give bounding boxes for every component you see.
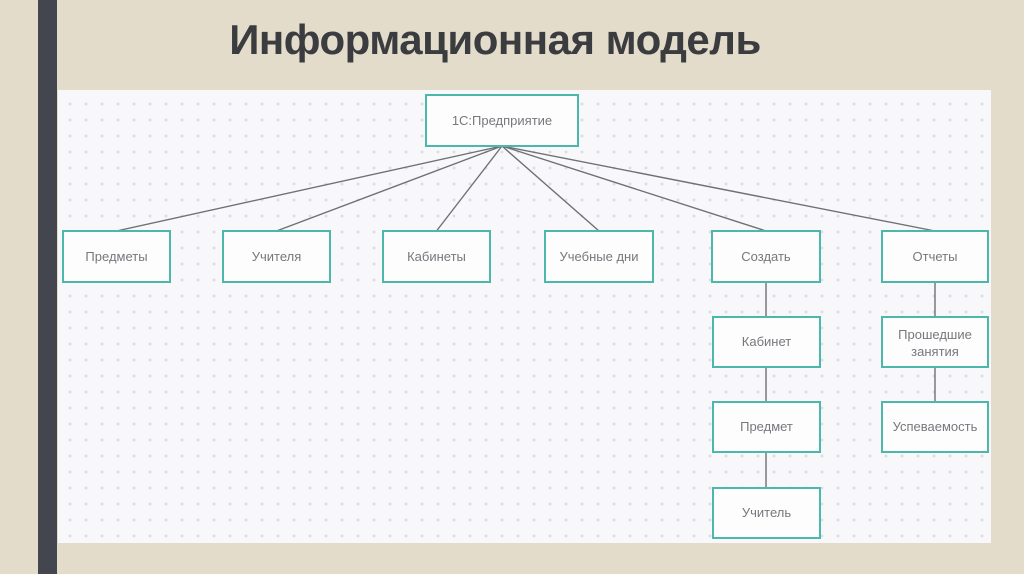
- node-create-label: Создать: [741, 249, 791, 264]
- diagram-canvas: 1С:Предприятие Предметы Учителя Кабинеты…: [58, 90, 991, 543]
- node-subjects-label: Предметы: [85, 249, 147, 264]
- title-area: Информационная модель: [0, 16, 990, 64]
- node-past-lessons-label-line2: занятия: [911, 344, 959, 359]
- node-grades-label: Успеваемость: [893, 419, 978, 434]
- node-grades: Успеваемость: [881, 401, 989, 453]
- node-reports-label: Отчеты: [913, 249, 958, 264]
- connector-root-create: [501, 145, 767, 232]
- node-root: 1С:Предприятие: [425, 94, 579, 147]
- node-room: Кабинет: [712, 316, 821, 368]
- node-subject-label: Предмет: [740, 419, 793, 434]
- node-rooms: Кабинеты: [382, 230, 491, 283]
- connector-root-subjects: [116, 145, 503, 232]
- node-teacher-label: Учитель: [742, 505, 791, 520]
- root-branch-connectors: [116, 145, 936, 232]
- node-root-label: 1С:Предприятие: [452, 113, 552, 128]
- node-teachers: Учителя: [222, 230, 331, 283]
- slide-title: Информационная модель: [229, 16, 761, 63]
- connector-root-reports: [501, 145, 936, 232]
- node-room-label: Кабинет: [742, 334, 791, 349]
- node-past-lessons-label-line1: Прошедшие: [898, 327, 972, 342]
- node-schooldays-label: Учебные дни: [560, 249, 639, 264]
- connector-root-teachers: [276, 145, 503, 232]
- connector-root-schooldays: [501, 145, 600, 232]
- node-teachers-label: Учителя: [252, 249, 302, 264]
- node-schooldays: Учебные дни: [544, 230, 654, 283]
- node-subject: Предмет: [712, 401, 821, 453]
- node-subjects: Предметы: [62, 230, 171, 283]
- node-create: Создать: [711, 230, 821, 283]
- left-accent-bar: [38, 0, 57, 574]
- node-rooms-label: Кабинеты: [407, 249, 466, 264]
- connector-root-rooms: [435, 145, 503, 232]
- node-reports: Отчеты: [881, 230, 989, 283]
- node-teacher: Учитель: [712, 487, 821, 539]
- node-past-lessons: Прошедшие занятия: [881, 316, 989, 368]
